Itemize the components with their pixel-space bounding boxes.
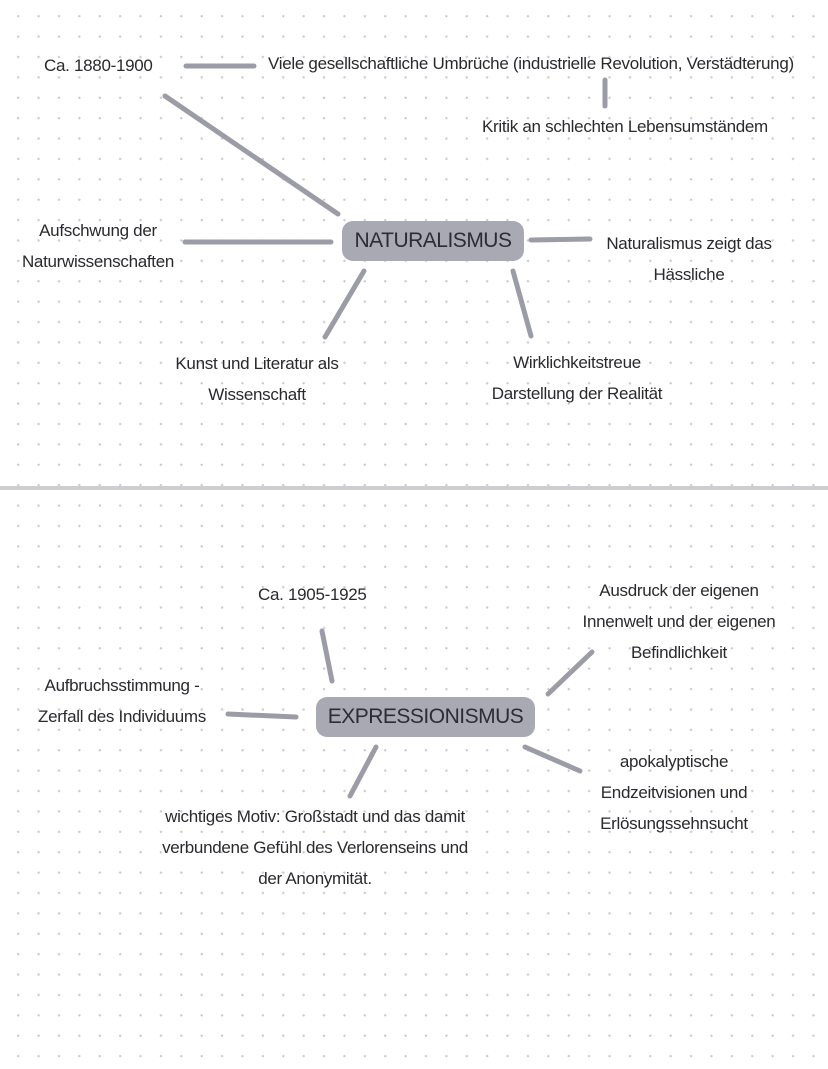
expressionismus-apokalyptisch-line-3: Erlösungssehnsucht xyxy=(600,814,748,833)
expressionismus-time-label: Ca. 1905-1925 xyxy=(258,585,367,604)
connector-naturalismus-haessliche xyxy=(528,236,593,243)
naturalismus-wirklichkeit-line-1: Wirklichkeitstreue xyxy=(513,353,641,372)
expressionismus-ausdruck-line-1: Ausdruck der eigenen xyxy=(599,581,759,600)
expressionismus-ausdruck-line-2: Innenwelt und der eigenen xyxy=(582,612,776,631)
connector-expressionismus-apokalyptisch xyxy=(522,744,583,774)
naturalismus-umbrueche-label: Viele gesellschaftliche Umbrüche (indust… xyxy=(268,54,794,73)
connector-naturalismus-wirklichkeit xyxy=(510,268,534,339)
naturalismus-aufschwung-line-1: Aufschwung der xyxy=(39,221,157,240)
naturalismus-haessliche-label: Naturalismus zeigt das Hässliche xyxy=(594,228,784,290)
naturalismus-haessliche-line-2: Hässliche xyxy=(653,265,725,284)
naturalismus-center-node: NATURALISMUS xyxy=(342,221,524,261)
connector-naturalismus-kunst xyxy=(322,268,367,340)
naturalismus-haessliche-line-1: Naturalismus zeigt das xyxy=(606,234,772,253)
connector-time-naturalismus xyxy=(162,93,341,217)
naturalismus-kunst-label: Kunst und Literatur als Wissenschaft xyxy=(157,348,357,410)
expressionismus-apokalyptisch-label: apokalyptische Endzeitvisionen und Erlös… xyxy=(582,746,766,839)
naturalismus-aufschwung-label: Aufschwung der Naturwissenschaften xyxy=(8,215,188,277)
naturalismus-aufschwung-line-2: Naturwissenschaften xyxy=(21,252,175,271)
expressionismus-center-node: EXPRESSIONISMUS xyxy=(316,697,535,737)
naturalismus-time-label: Ca. 1880-1900 xyxy=(44,56,153,75)
naturalismus-wirklichkeit-line-2: Darstellung der Realität xyxy=(491,384,663,403)
naturalismus-wirklichkeit-label: Wirklichkeitstreue Darstellung der Reali… xyxy=(472,347,682,409)
naturalismus-kritik-label: Kritik an schlechten Lebensumständem xyxy=(482,117,768,136)
expressionismus-aufbruch-line-1: Aufbruchsstimmung - xyxy=(44,676,200,695)
expressionismus-apokalyptisch-line-2: Endzeitvisionen und xyxy=(600,783,748,802)
section-divider xyxy=(0,486,828,490)
expressionismus-motiv-line-1: wichtiges Motiv: Großstadt und das damit xyxy=(165,807,465,826)
connector-expressionismus-ausdruck xyxy=(545,649,595,697)
expressionismus-motiv-line-2: verbundene Gefühl des Verlorenseins und xyxy=(162,838,468,857)
expressionismus-motiv-label: wichtiges Motiv: Großstadt und das damit… xyxy=(140,801,490,894)
connector-time-expressionismus xyxy=(319,628,335,684)
naturalismus-kunst-line-2: Wissenschaft xyxy=(208,385,306,404)
naturalismus-kunst-line-1: Kunst und Literatur als xyxy=(175,354,339,373)
connector-expressionismus-motiv xyxy=(347,744,379,799)
expressionismus-aufbruch-label: Aufbruchsstimmung - Zerfall des Individu… xyxy=(18,670,226,732)
expressionismus-apokalyptisch-line-1: apokalyptische xyxy=(619,752,729,771)
connector-aufbruch-expressionismus xyxy=(225,711,299,720)
expressionismus-aufbruch-line-2: Zerfall des Individuums xyxy=(38,707,206,726)
expressionismus-motiv-line-3: der Anonymität. xyxy=(258,869,372,888)
expressionismus-ausdruck-label: Ausdruck der eigenen Innenwelt und der e… xyxy=(568,575,790,668)
expressionismus-ausdruck-line-3: Befindlichkeit xyxy=(631,643,727,662)
